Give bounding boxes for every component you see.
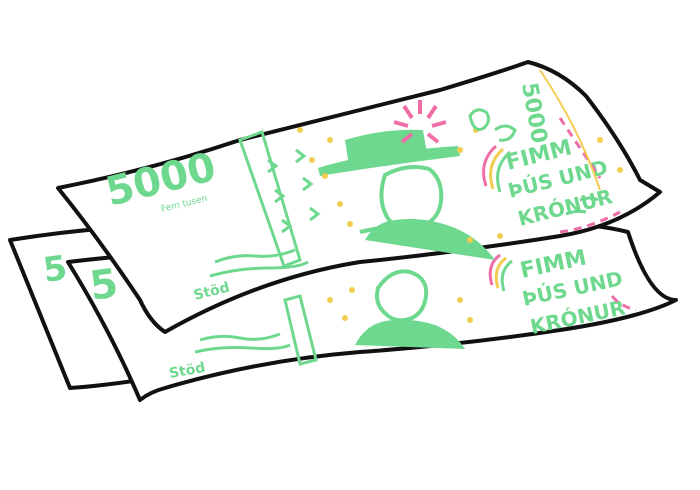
pink-starburst [393, 100, 447, 144]
back-signature: Stöd [168, 360, 207, 382]
back-denomination: 5 [87, 260, 121, 309]
far-denomination: 5 [41, 248, 70, 291]
front-banknote: 5000 Fem tusen Stöd 5000 [56, 60, 662, 334]
